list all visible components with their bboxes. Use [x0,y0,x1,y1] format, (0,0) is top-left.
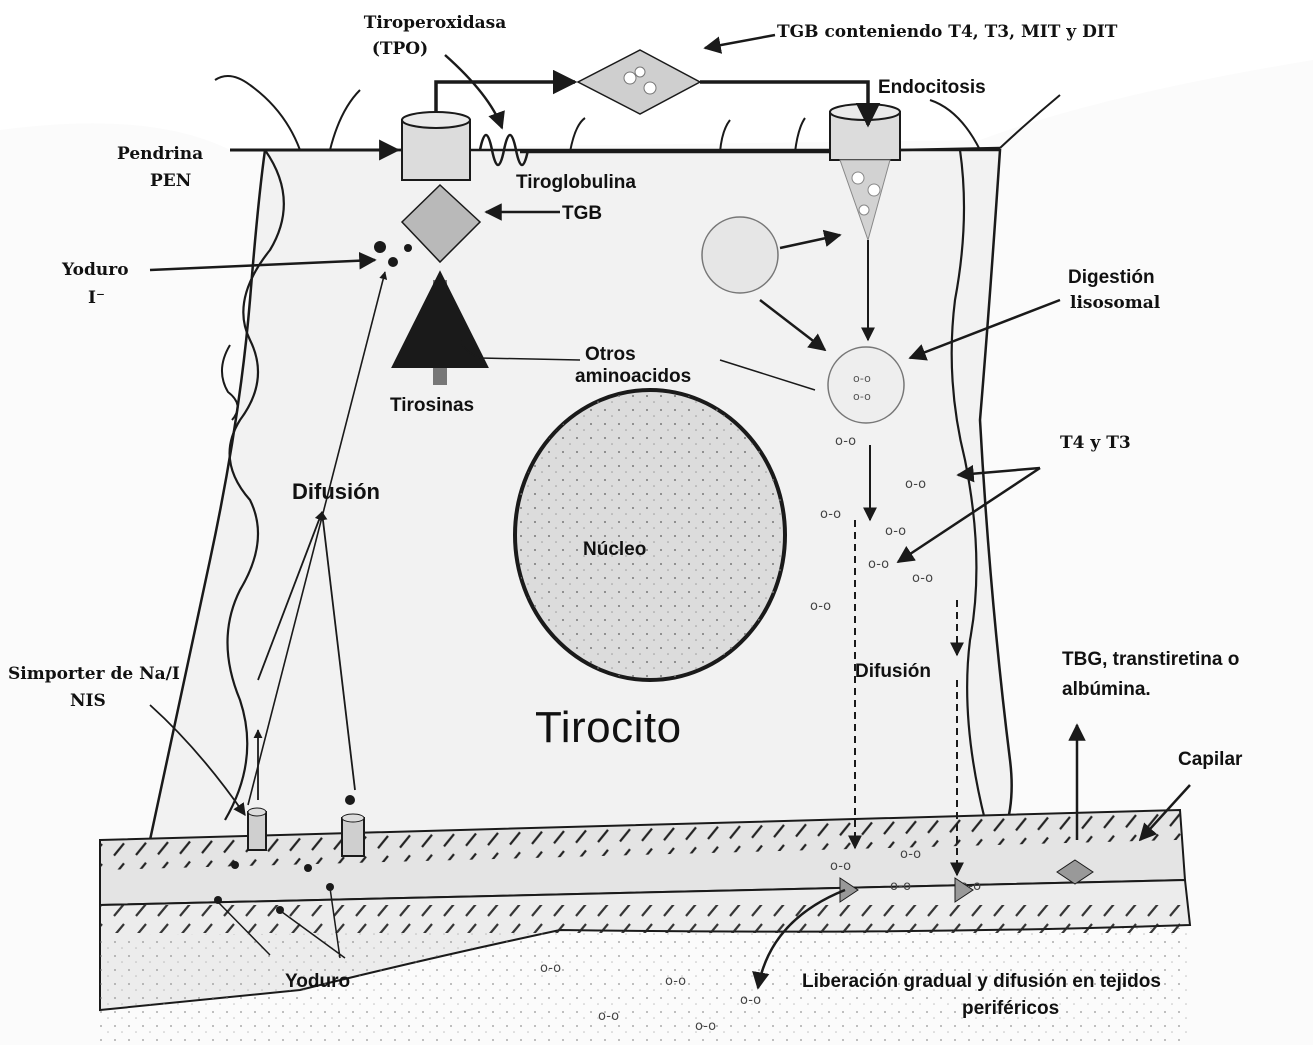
svg-text:o-o: o-o [912,571,933,586]
label-tirosinas: Tirosinas [390,396,474,416]
label-pendrina: Pendrina [117,146,203,164]
label-simporter: Simporter de Na/I [8,666,180,684]
label-perifericos: periféricos [962,999,1059,1019]
svg-text:o-o: o-o [900,847,921,862]
svg-text:o-o: o-o [853,372,871,385]
label-difusion-right: Difusión [855,662,931,682]
pendrina-channel [402,112,470,180]
label-nucleo: Núcleo [583,540,646,560]
label-yoduro-top: Yoduro [62,262,129,280]
label-otros: Otros [585,345,636,365]
label-yoduro-bottom: Yoduro [285,972,350,992]
label-endocitosis: Endocitosis [878,78,986,98]
label-capilar: Capilar [1178,750,1242,770]
nis-channel-1 [248,808,266,850]
label-tiroperoxidasa: Tiroperoxidasa [320,15,550,33]
label-liberacion: Liberación gradual y difusión en tejidos [802,972,1161,992]
svg-text:o-o: o-o [905,477,926,492]
svg-text:o-o: o-o [820,507,841,522]
svg-text:o-o: o-o [540,961,561,976]
lysosome [702,217,778,293]
label-albumina: albúmina. [1062,680,1151,700]
svg-text:o-o: o-o [890,879,911,894]
svg-text:o-o: o-o [853,390,871,403]
label-iodide-ion: I⁻ [88,290,105,308]
svg-text:o-o: o-o [835,434,856,449]
label-tiroglobulina: Tiroglobulina [516,173,636,193]
digestion-vesicle [828,347,904,423]
label-difusion-left: Difusión [292,480,380,503]
svg-text:o-o: o-o [810,599,831,614]
label-tpo: (TPO) [320,41,480,59]
label-aminoacidos: aminoacidos [575,367,691,387]
svg-text:o-o: o-o [665,974,686,989]
label-nis: NIS [70,693,106,711]
svg-text:o-o: o-o [868,557,889,572]
svg-text:o-o: o-o [598,1009,619,1024]
label-tgb: TGB [562,204,602,224]
label-t4-t3: T4 y T3 [1060,435,1131,453]
label-pen: PEN [150,173,191,191]
label-tbg: TBG, transtiretina o [1062,650,1239,670]
label-lisosomal: lisosomal [1070,295,1160,313]
svg-text:o-o: o-o [695,1019,716,1034]
nis-channel-2 [342,814,364,856]
label-tgb-contenido: TGB conteniendo T4, T3, MIT y DIT [777,24,1117,42]
label-digestion: Digestión [1068,268,1155,288]
svg-text:o-o: o-o [830,859,851,874]
svg-text:o-o: o-o [885,524,906,539]
label-tirocito: Tirocito [535,705,682,751]
svg-text:o-o: o-o [740,993,761,1008]
